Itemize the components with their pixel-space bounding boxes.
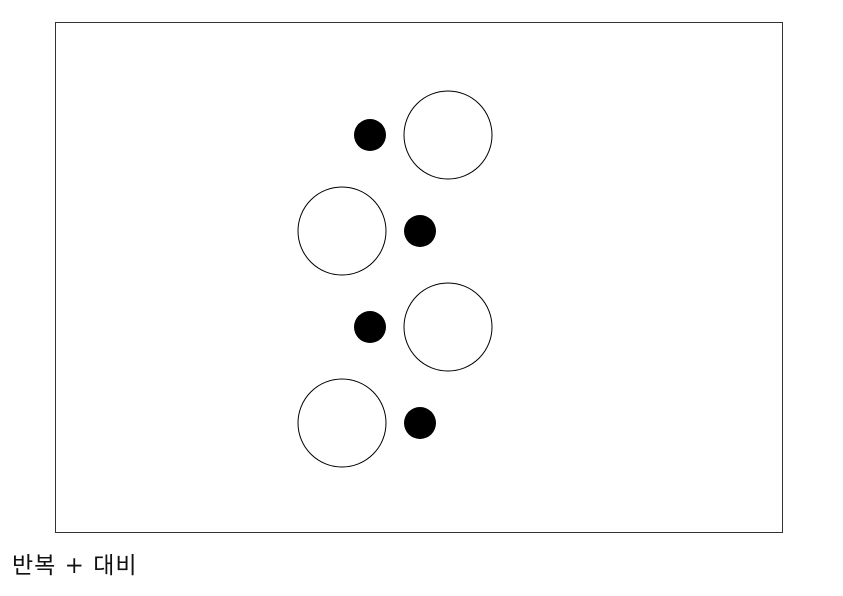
caption-text: 반복 + 대비 [12,553,138,579]
filled-dot [404,407,436,439]
filled-dot [354,119,386,151]
open-circle [297,378,387,468]
filled-dot [354,311,386,343]
filled-dot [404,215,436,247]
open-circle [403,282,493,372]
open-circle [403,90,493,180]
open-circle [297,186,387,276]
pattern-row-4 [297,378,436,468]
pattern-canvas [297,90,493,468]
pattern-row-2 [297,186,436,276]
diagram-frame [55,22,783,533]
pattern-row-3 [354,282,493,372]
pattern-row-1 [354,90,493,180]
